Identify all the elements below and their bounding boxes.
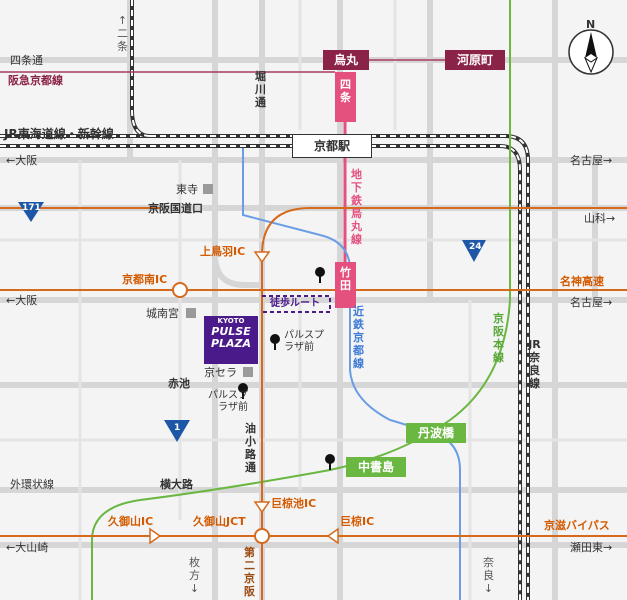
bus-stop-pin-1 xyxy=(314,267,326,283)
to-oyamazaki-label: ←大山崎 xyxy=(6,541,49,554)
kamitoba-ic-label: 上鳥羽IC xyxy=(200,245,246,258)
yokooji-label: 横大路 xyxy=(160,478,193,491)
pulse-plaza-mae-stop-a: パルスプラザ前 xyxy=(284,330,324,353)
shijo-dori-label: 四条通 xyxy=(10,54,43,67)
pulse-plaza-mae-stop-b: パルスプラザ前 xyxy=(208,390,248,413)
to-yamashina-label: 山科→ xyxy=(584,212,616,225)
horikawa-dori-label: 堀川通 xyxy=(255,70,266,109)
to-setahigashi-label: 瀬田東→ xyxy=(570,541,613,554)
jr-line-label: JR東海道線・新幹線 xyxy=(4,127,114,141)
akaike-label: 赤池 xyxy=(168,377,190,390)
takeda-station: 竹田 xyxy=(335,262,356,308)
karasuma-station: 烏丸 xyxy=(323,50,369,70)
oguraike-ic-label: 巨椋池IC xyxy=(271,497,317,510)
chushojima-station: 中書島 xyxy=(346,457,406,477)
kawaramachi-station: 河原町 xyxy=(445,50,505,70)
meishin-label: 名神高速 xyxy=(560,275,604,288)
route-171-shield: 171 xyxy=(22,203,41,213)
kyoto-station: 京都駅 xyxy=(292,134,372,158)
to-osaka-label-2: ←大阪 xyxy=(6,294,38,307)
kintetsu-line-label: 近鉄京都線 xyxy=(353,305,364,370)
route-1-shield: 1 xyxy=(174,423,181,433)
aburanokoji-dori-label: 油小路通 xyxy=(245,422,256,474)
kumiyama-jct-label: 久御山JCT xyxy=(193,515,246,528)
hankyu-line-label: 阪急京都線 xyxy=(8,74,63,87)
bus-stop-pin-3 xyxy=(237,383,249,399)
kyoto-minami-ic-label: 京都南IC xyxy=(122,273,168,286)
bus-stop-pin-4 xyxy=(324,454,336,470)
to-nijo-label: ↑二条 xyxy=(117,14,128,53)
north-label: N xyxy=(586,18,596,31)
walking-route-label: 徒歩ルート xyxy=(270,298,320,309)
kyoto-pulse-plaza-logo: KYOTO PULSE PLAZA xyxy=(204,316,258,364)
to-nagoya-label-2: 名古屋→ xyxy=(570,296,613,309)
kyocera-marker xyxy=(243,367,253,377)
jr-nara-line-label: JR奈良線 xyxy=(528,338,541,390)
to-nagoya-label-1: 名古屋→ xyxy=(570,154,613,167)
jonangu-marker xyxy=(186,308,196,318)
to-hirakata-label: 枚方↓ xyxy=(189,556,200,595)
to-osaka-label-1: ←大阪 xyxy=(6,154,38,167)
keiji-bypass-label: 京滋バイパス xyxy=(544,519,610,532)
toji-label: 東寺 xyxy=(176,183,198,196)
daini-keihan-label: 第二京阪 xyxy=(244,546,255,598)
tambabashi-station: 丹波橋 xyxy=(406,423,466,443)
gaikan-label: 外環状線 xyxy=(10,478,54,491)
jonangu-label: 城南宮 xyxy=(146,307,179,320)
bus-stop-pin-2 xyxy=(269,334,281,350)
to-nara-label: 奈良↓ xyxy=(483,556,494,595)
ogura-ic-label: 巨椋IC xyxy=(340,515,375,528)
keihan-kokudo-label: 京阪国道口 xyxy=(148,202,203,215)
subway-karasuma-label: 地下鉄烏丸線 xyxy=(351,168,362,246)
toji-marker xyxy=(203,184,213,194)
shijo-station: 四条 xyxy=(335,72,356,122)
route-24-shield: 24 xyxy=(469,242,482,252)
kyocera-label: 京セラ xyxy=(204,366,237,379)
keihan-main-line-label: 京阪本線 xyxy=(493,312,504,364)
kumiyama-ic-label: 久御山IC xyxy=(108,515,154,528)
